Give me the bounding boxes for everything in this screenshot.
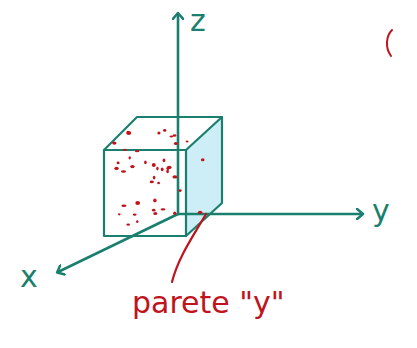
leader-line (172, 214, 206, 282)
gas-particle (157, 182, 160, 184)
gas-particle (166, 169, 169, 173)
gas-particle (117, 162, 120, 165)
gas-particle (153, 199, 156, 203)
gas-particle (152, 163, 156, 167)
gas-particle (201, 158, 205, 161)
gas-particle (144, 160, 147, 164)
gas-particle (161, 167, 164, 171)
gas-particle (133, 213, 137, 215)
gas-particle (118, 213, 121, 215)
gas-particle (114, 167, 118, 170)
gas-particle (112, 141, 116, 144)
gas-particle (163, 159, 166, 163)
gas-particle (135, 150, 139, 152)
gas-particle (121, 204, 126, 207)
gas-particle (129, 156, 131, 159)
wall-label: parete "y" (132, 288, 285, 318)
axis-label: y (372, 196, 390, 226)
gas-particle (127, 131, 130, 133)
gas-particle (174, 142, 178, 145)
gas-particle (152, 209, 156, 212)
gas-particle (150, 181, 154, 184)
gas-particle (126, 131, 131, 135)
gas-particle (153, 176, 156, 180)
gas-particle (198, 211, 202, 214)
gas-particle (161, 208, 166, 210)
gas-particle (130, 165, 134, 168)
gas-particle (170, 135, 174, 137)
axis-label: z (190, 6, 206, 36)
gas-particle (153, 212, 157, 215)
gas-particle (172, 175, 177, 178)
bracket-mark (387, 30, 392, 56)
gas-particle (156, 167, 158, 171)
gas-particle (173, 211, 176, 215)
gas-particle (179, 189, 182, 192)
gas-particle (136, 220, 138, 223)
gas-particles (112, 129, 204, 226)
gas-particle (173, 134, 177, 136)
gas-particle (163, 129, 166, 132)
gas-particle (157, 132, 160, 135)
gas-particle (135, 201, 140, 205)
axis-label: x (20, 262, 38, 292)
axes (58, 14, 362, 272)
gas-particle (121, 170, 126, 172)
gas-particle (186, 140, 189, 142)
gas-particle (126, 223, 130, 225)
gas-particle (167, 166, 172, 169)
gas-particle (123, 149, 127, 151)
